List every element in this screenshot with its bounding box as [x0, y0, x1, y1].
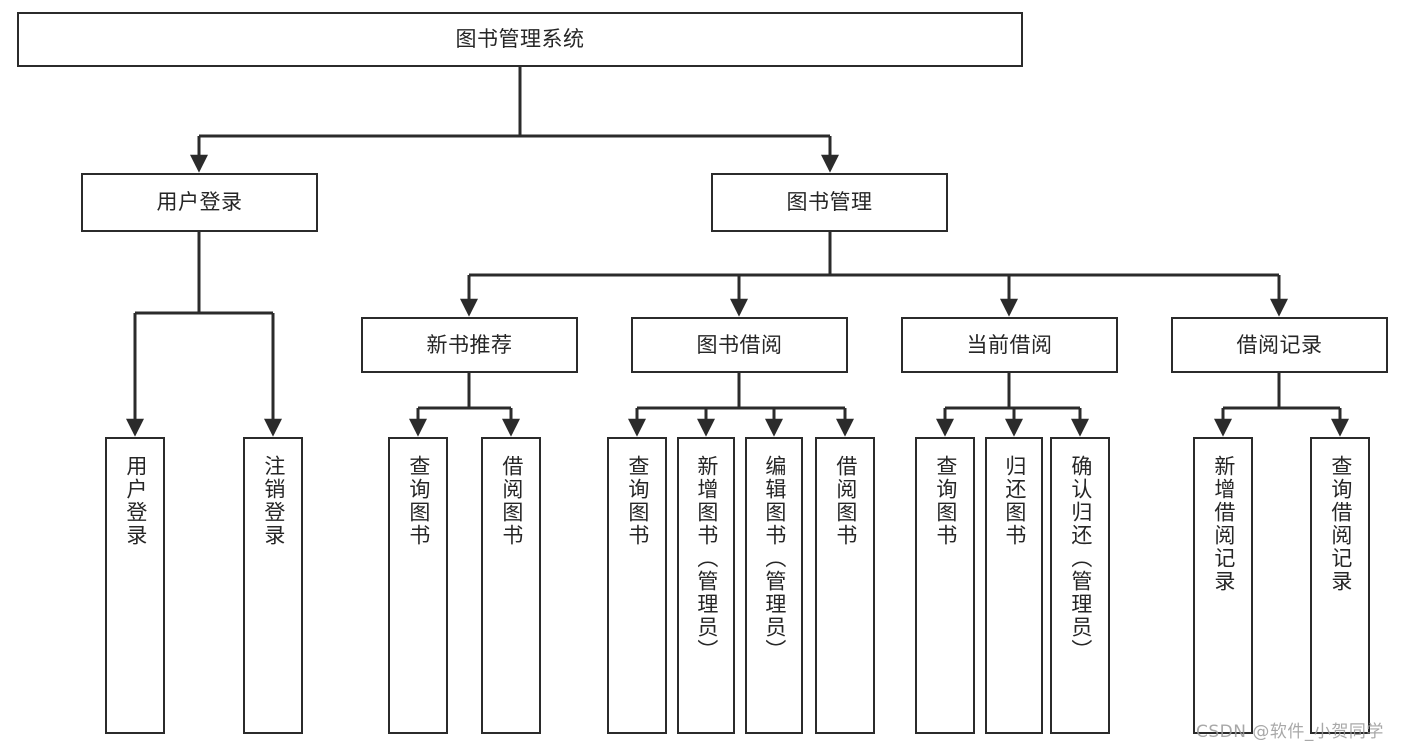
- node-leaf-query-book-3-label: 查询图书: [933, 455, 958, 547]
- node-leaf-edit-book-admin[interactable]: 编辑图书（管理员）: [745, 437, 803, 734]
- node-leaf-confirm-return-admin-label: 确认归还（管理员）: [1068, 455, 1093, 662]
- edge-group-current-borrow: [936, 373, 1089, 437]
- node-leaf-add-book-admin[interactable]: 新增图书（管理员）: [677, 437, 735, 734]
- node-leaf-add-book-admin-label: 新增图书（管理员）: [694, 455, 719, 662]
- node-leaf-query-borrow-record[interactable]: 查询借阅记录: [1310, 437, 1370, 734]
- node-root[interactable]: 图书管理系统: [17, 12, 1023, 67]
- node-leaf-query-book-1-label: 查询图书: [406, 455, 431, 547]
- node-leaf-query-book-1[interactable]: 查询图书: [388, 437, 448, 734]
- edge-group-borrow-record: [1214, 373, 1349, 437]
- edge-group-book-borrow: [628, 373, 854, 437]
- edge-group-root: [190, 67, 839, 173]
- node-leaf-return-book[interactable]: 归还图书: [985, 437, 1043, 734]
- node-leaf-edit-book-admin-label: 编辑图书（管理员）: [762, 455, 787, 662]
- node-leaf-add-borrow-record-label: 新增借阅记录: [1211, 455, 1236, 593]
- node-book-manage[interactable]: 图书管理: [711, 173, 948, 232]
- node-borrow-record[interactable]: 借阅记录: [1171, 317, 1388, 373]
- node-user-login-label: 用户登录: [156, 190, 243, 215]
- node-user-login[interactable]: 用户登录: [81, 173, 318, 232]
- node-leaf-logout-login-label: 注销登录: [261, 455, 286, 547]
- node-leaf-query-book-3[interactable]: 查询图书: [915, 437, 975, 734]
- node-current-borrow-label: 当前借阅: [966, 332, 1053, 357]
- node-leaf-borrow-book-1[interactable]: 借阅图书: [481, 437, 541, 734]
- node-current-borrow[interactable]: 当前借阅: [901, 317, 1118, 373]
- node-book-borrow[interactable]: 图书借阅: [631, 317, 848, 373]
- node-leaf-query-borrow-record-label: 查询借阅记录: [1328, 455, 1353, 593]
- node-leaf-add-borrow-record[interactable]: 新增借阅记录: [1193, 437, 1253, 734]
- node-leaf-query-book-2-label: 查询图书: [625, 455, 650, 547]
- node-leaf-logout-login[interactable]: 注销登录: [243, 437, 303, 734]
- node-root-label: 图书管理系统: [455, 27, 585, 52]
- node-leaf-user-login[interactable]: 用户登录: [105, 437, 165, 734]
- node-book-borrow-label: 图书借阅: [696, 332, 783, 357]
- edge-group-book-manage: [460, 232, 1288, 317]
- edge-group-new-book-rec: [409, 373, 520, 437]
- node-leaf-borrow-book-2[interactable]: 借阅图书: [815, 437, 875, 734]
- node-book-manage-label: 图书管理: [786, 190, 873, 215]
- node-leaf-query-book-2[interactable]: 查询图书: [607, 437, 667, 734]
- edge-group-user-login: [126, 232, 282, 437]
- node-leaf-borrow-book-1-label: 借阅图书: [499, 455, 524, 547]
- node-new-book-rec[interactable]: 新书推荐: [361, 317, 578, 373]
- node-leaf-user-login-label: 用户登录: [123, 455, 148, 547]
- node-leaf-borrow-book-2-label: 借阅图书: [833, 455, 858, 547]
- watermark-text: CSDN @软件_小贺同学: [1196, 722, 1384, 742]
- node-new-book-rec-label: 新书推荐: [426, 332, 513, 357]
- node-borrow-record-label: 借阅记录: [1236, 332, 1323, 357]
- node-leaf-return-book-label: 归还图书: [1002, 455, 1027, 547]
- node-leaf-confirm-return-admin[interactable]: 确认归还（管理员）: [1050, 437, 1110, 734]
